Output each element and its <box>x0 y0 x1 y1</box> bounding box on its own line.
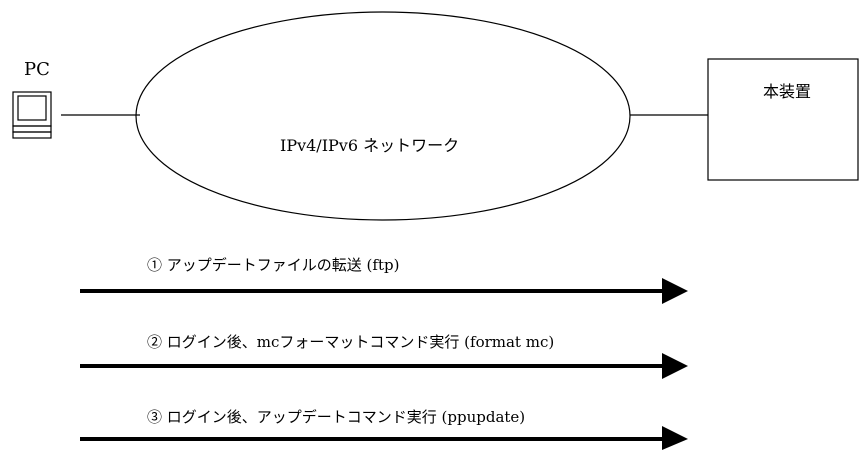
device-label: 本装置 <box>763 82 812 101</box>
step-1-label: ① アップデートファイルの転送 (ftp) <box>147 256 400 274</box>
step-2-label: ② ログイン後、mcフォーマットコマンド実行 (format mc) <box>147 333 555 351</box>
device-box <box>707 58 859 181</box>
step-3-arrow <box>80 426 688 450</box>
step-1-arrow <box>80 278 688 304</box>
pc-label: PC <box>24 59 50 80</box>
pc-computer-icon <box>12 91 52 139</box>
network-ellipse <box>135 11 631 221</box>
step-2-arrow <box>80 353 688 379</box>
network-label: IPv4/IPv6 ネットワーク <box>280 136 460 155</box>
step-3-label: ③ ログイン後、アップデートコマンド実行 (ppupdate) <box>147 408 526 426</box>
